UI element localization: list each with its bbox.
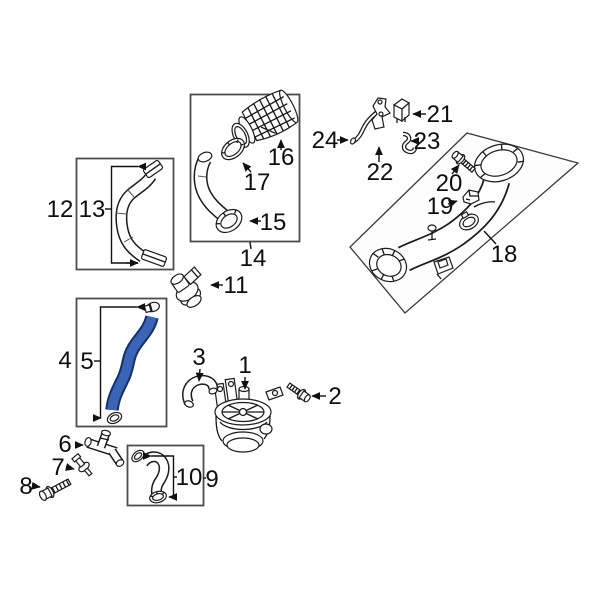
callout-13: 13 <box>79 196 106 223</box>
elbow-hose-3-drawing <box>182 374 219 408</box>
bolt-2-drawing <box>286 382 311 403</box>
hose-10-drawing <box>131 449 206 504</box>
bolt-20-drawing <box>451 150 477 173</box>
callout-7: 7 <box>51 454 64 481</box>
clip-19-drawing <box>462 189 480 205</box>
air-duct-16-drawing <box>231 89 299 148</box>
callout-numbers: 1 2 3 4 5 6 7 8 9 10 11 12 13 14 15 16 1… <box>19 101 517 500</box>
callout-3: 3 <box>192 344 205 371</box>
sensor-11-drawing <box>170 266 202 308</box>
clamp-17-drawing <box>221 137 245 161</box>
charge-air-pipe-drawing <box>368 143 525 283</box>
callout-23: 23 <box>414 128 441 155</box>
hose-13-drawing <box>110 159 168 267</box>
hose-23-drawing <box>401 131 418 155</box>
callout-5: 5 <box>80 348 93 375</box>
callout-6: 6 <box>58 431 71 458</box>
callout-22: 22 <box>367 159 394 186</box>
callout-24: 24 <box>312 127 339 154</box>
callout-11: 11 <box>224 272 249 299</box>
callout-19: 19 <box>427 193 454 220</box>
callout-8: 8 <box>19 473 32 500</box>
tee-connector-6-drawing <box>84 429 125 467</box>
sensor-7-drawing <box>71 452 93 477</box>
callout-14: 14 <box>240 245 267 272</box>
highlighted-hose-5-drawing <box>92 301 160 425</box>
callout-9: 9 <box>205 466 218 493</box>
bracket-22-drawing <box>371 97 391 130</box>
callout-12: 12 <box>47 196 74 223</box>
callout-18: 18 <box>491 241 518 268</box>
bolt-8-drawing <box>38 478 72 501</box>
callout-1: 1 <box>238 352 251 379</box>
hose-15-drawing <box>193 151 243 234</box>
callout-2: 2 <box>328 383 341 410</box>
callout-4: 4 <box>58 347 71 374</box>
callout-20: 20 <box>436 170 463 197</box>
callout-10: 10 <box>176 464 203 491</box>
callout-leaders <box>31 110 497 490</box>
sensor-21-drawing <box>392 98 411 123</box>
callout-16: 16 <box>268 144 295 171</box>
callout-21: 21 <box>427 101 454 128</box>
callout-15: 15 <box>260 209 287 236</box>
water-pump-drawing <box>213 377 284 453</box>
callout-17: 17 <box>244 169 271 196</box>
